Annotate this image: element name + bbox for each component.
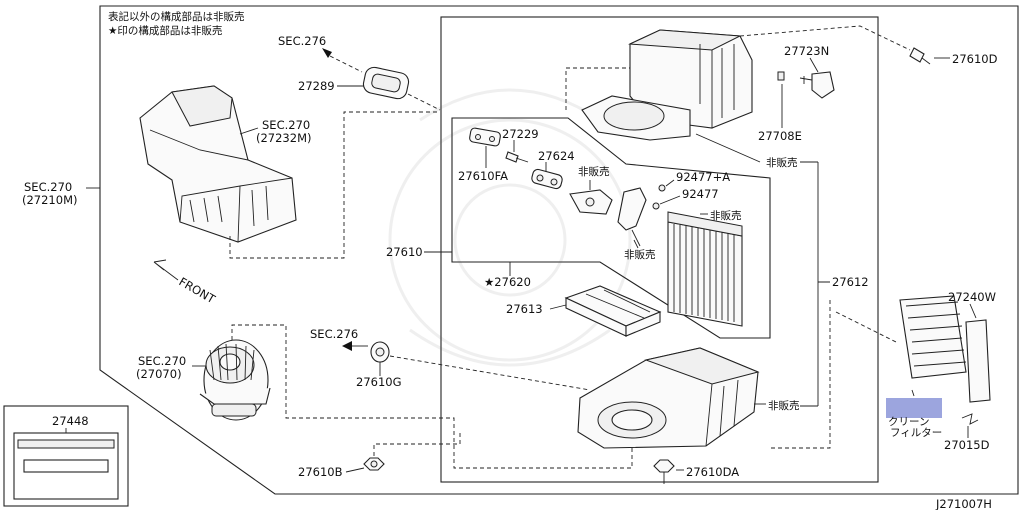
note-line-2: ★印の構成部品は非販売 (108, 24, 222, 37)
assembly-27612-frame (440, 16, 879, 483)
seal-27289 (362, 66, 410, 100)
bracket-27610fa (469, 127, 501, 147)
label-27612: 27612 (832, 275, 869, 289)
label-27015d: 27015D (944, 438, 990, 452)
label-sec276-top: SEC.276 (278, 34, 326, 48)
label-27613: 27613 (506, 302, 543, 316)
label-sec270-duct: SEC.270 (262, 118, 310, 132)
label-sec270-blower: SEC.270 (138, 354, 186, 368)
label-filter-1: クリーン (888, 416, 929, 428)
label-front: FRONT (177, 274, 219, 306)
label-27610g: 27610G (356, 375, 402, 389)
diagram-code: J271007H (935, 497, 992, 510)
label-hihanbai-5: 非販売 (768, 399, 800, 412)
label-27232m: (27232M) (256, 131, 311, 145)
label-hihanbai-3: 非販売 (710, 209, 742, 222)
label-sec276-mid: SEC.276 (310, 327, 358, 341)
nut-27610b (363, 457, 385, 471)
intake-case-upper (581, 29, 753, 141)
pipe-connector (569, 189, 613, 215)
heater-case-lower (577, 347, 760, 449)
label-27610fa: 27610FA (458, 169, 508, 183)
label-27070: (27070) (136, 367, 182, 381)
clip-27624 (531, 168, 563, 190)
note-line-1: 表記以外の構成部品は非販売 (108, 10, 245, 23)
label-27610d: 27610D (952, 52, 998, 66)
duct-sec270 (139, 85, 297, 243)
screw-27229 (505, 151, 529, 163)
evaporator-core (667, 211, 743, 327)
front-arrow-icon (153, 259, 179, 281)
arrow-sec276-top (322, 48, 332, 58)
grommet-27610g (370, 341, 390, 363)
bolt-27610da (653, 459, 675, 484)
label-92477a: 92477+A (676, 170, 730, 184)
label-27229: 27229 (502, 127, 539, 141)
label-27708e: 27708E (758, 129, 802, 143)
label-27620: ★27620 (484, 275, 531, 289)
clip-27015d (961, 413, 979, 425)
evaporator-subframe (451, 117, 771, 339)
label-filter-2: フィルター (890, 427, 942, 439)
label-27610da: 27610DA (686, 465, 739, 479)
screw-27610d (909, 47, 931, 65)
actuator-27723n (777, 71, 835, 99)
watermark-logo (388, 88, 632, 367)
cabin-filter-27240w (899, 295, 991, 403)
oring-92477a (658, 184, 666, 192)
seal-27613 (564, 285, 662, 337)
label-27448: 27448 (52, 414, 89, 428)
arrow-sec276-mid (342, 341, 352, 351)
outer-frame (99, 5, 1019, 495)
label-92477: 92477 (682, 187, 719, 201)
label-sec270-left: SEC.270 (24, 180, 72, 194)
filter-highlight-box (886, 398, 942, 418)
expansion-valve (617, 187, 647, 247)
oring-92477 (652, 202, 660, 210)
label-hihanbai-2: 非販売 (624, 248, 656, 261)
blower-motor-sec270 (199, 339, 271, 421)
label-27240w: 27240W (948, 290, 996, 304)
label-27610b: 27610B (298, 465, 343, 479)
label-27723n: 27723N (784, 44, 829, 58)
label-card-27448 (3, 405, 129, 507)
label-27210m: (27210M) (22, 193, 77, 207)
label-27610: 27610 (386, 245, 423, 259)
label-hihanbai-1: 非販売 (578, 165, 610, 178)
label-27624: 27624 (538, 149, 575, 163)
label-27289: 27289 (298, 79, 335, 93)
label-hihanbai-4: 非販売 (766, 156, 798, 169)
